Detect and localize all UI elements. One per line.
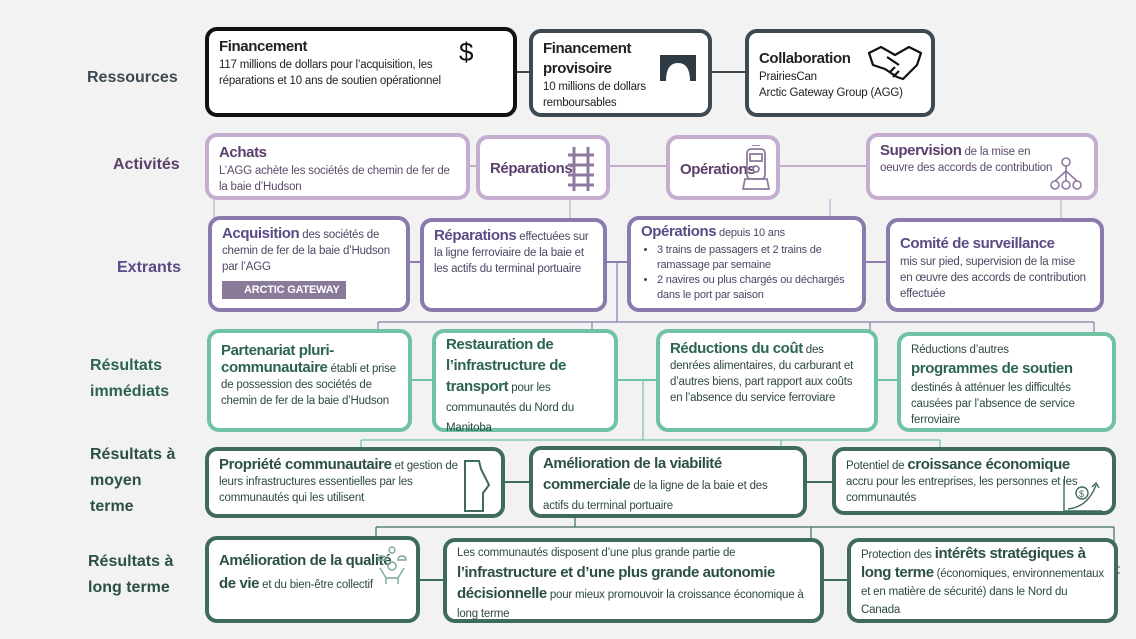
box-text: L’AGG achète les sociétés de chemin de f… [219, 165, 450, 193]
box-title: Achats [219, 144, 267, 161]
row-label-activities: Activités [113, 156, 180, 173]
box-title: Financement [219, 38, 308, 55]
hierarchy-icon [1050, 157, 1082, 190]
row-label-intermediate: Résultats à moyen terme [90, 442, 175, 520]
svg-text:$: $ [459, 39, 474, 67]
box-title: Acquisition [222, 225, 300, 242]
label-line: moyen [90, 472, 142, 489]
box-quality-of-life: Amélioration de la qualité de vie et du … [205, 536, 420, 623]
box-text: des denrées alimentaires, du carburant e… [670, 344, 854, 404]
bullet-item: 2 navires ou plus chargés ou déchargés d… [657, 273, 852, 303]
dollar-icon: $ [459, 39, 474, 67]
box-text: 10 millions de dollars remboursables [543, 81, 646, 109]
box-strategic-interests: Protection des intérêts stratégiques à l… [847, 538, 1118, 623]
box-partnership: Partenariat pluri-communautaire établi e… [207, 329, 412, 432]
label-line: Résultats à [88, 553, 174, 570]
bullet-item: 3 trains de passagers et 2 trains de ram… [657, 243, 852, 273]
box-text: des sociétés de chemin de fer de la baie… [222, 229, 390, 273]
box-text: pour mieux promouvoir la croissance écon… [457, 589, 804, 620]
wellbeing-icon [377, 546, 407, 584]
box-title: Partenariat pluri-communautaire [221, 342, 334, 376]
box-title: Réparations [434, 227, 517, 244]
box-interim-funding: Financement provisoire 10 millions de do… [529, 29, 712, 117]
box-title: Réparations [490, 160, 573, 177]
box-restoration: Restauration de l’infrastructure de tran… [432, 329, 618, 434]
box-text: 117 millions de dollars pour l’acquisiti… [219, 59, 441, 87]
box-funding: Financement 117 millions de dollars pour… [205, 27, 517, 117]
label-line: long terme [88, 579, 170, 596]
label-line: terme [90, 498, 134, 515]
box-title: Opérations [641, 223, 717, 240]
box-supervision: Supervision de la mise en oeuvre des acc… [866, 133, 1098, 200]
label-line: Résultats à [90, 446, 176, 463]
box-commercial-viability: Amélioration de la viabilité commerciale… [529, 446, 807, 518]
growth-chart-icon: $ [1063, 479, 1102, 512]
box-title: programmes de soutien [911, 360, 1073, 377]
row-label-longterm: Résultats à long terme [88, 549, 173, 601]
box-text: de la mise en oeuvre des accords de cont… [880, 146, 1053, 174]
label-line: Résultats [90, 357, 163, 374]
box-support-programs: Réductions d’autres programmes de soutie… [897, 332, 1116, 432]
box-text: et du bien-être collectif [259, 579, 373, 591]
box-text: accru pour les entreprises, les personne… [846, 476, 1078, 504]
box-title: Opérations [680, 161, 756, 178]
box-text: mis sur pied, supervision de la mise en … [900, 256, 1086, 300]
row-label-outputs: Extrants [117, 259, 182, 276]
box-repairs-activity: Réparations [476, 135, 610, 200]
logo-text: ARCTIC GATEWAY [244, 284, 340, 296]
box-text: Arctic Gateway Group (AGG) [759, 87, 903, 99]
box-text: PrairiesCan [759, 71, 817, 83]
manitoba-map-icon [464, 460, 491, 512]
box-text: destinés à atténuer les difficultés caus… [911, 382, 1075, 426]
box-text: Réductions d’autres [911, 344, 1009, 356]
box-title: Amélioration de la qualité de vie [219, 552, 392, 592]
box-title: Propriété communautaire [219, 456, 392, 473]
handshake-icon [867, 45, 923, 81]
box-cost-reductions: Réductions du coût des denrées alimentai… [656, 329, 878, 432]
box-title: intérêts stratégiques à long terme [861, 545, 1086, 581]
box-purchases: Achats L’AGG achète les sociétés de chem… [205, 133, 470, 200]
train-icon [742, 145, 770, 190]
box-title: Financement provisoire [543, 40, 632, 77]
box-repairs-output: Réparations effectuées sur la ligne ferr… [420, 218, 607, 312]
box-collaboration: Collaboration PrairiesCan Arctic Gateway… [745, 29, 935, 117]
box-title: Restauration de l’infrastructure de tran… [446, 336, 566, 395]
box-title: Amélioration de la viabilité commerciale [543, 455, 722, 493]
box-text: depuis 10 ans [716, 227, 785, 239]
box-acquisition: Acquisition des sociétés de chemin de fe… [208, 216, 410, 312]
box-title: Réductions du coût [670, 340, 803, 357]
box-text: effectuées sur la ligne ferroviaire de l… [434, 231, 589, 275]
svg-text:$: $ [1079, 489, 1084, 499]
box-text: Protection des [861, 549, 935, 561]
box-title: Comité de surveillance [900, 235, 1055, 252]
box-title: Supervision [880, 142, 962, 159]
box-text: de la ligne de la baie et des actifs du … [543, 480, 768, 512]
box-community-ownership: Propriété communautaire et gestion de le… [205, 447, 505, 518]
box-text: et gestion de leurs infrastructures esse… [219, 460, 458, 504]
row-label-resources: Ressources [87, 69, 178, 86]
box-text: Potentiel de [846, 460, 908, 472]
box-text: Les communautés disposent d’une plus gra… [457, 547, 736, 559]
box-economic-growth: Potentiel de croissance économique accru… [832, 447, 1116, 515]
box-autonomy: Les communautés disposent d’une plus gra… [443, 538, 824, 623]
box-operations-activity: Opérations [666, 135, 780, 200]
box-title: l’infrastructure et d’une plus grande au… [457, 564, 775, 602]
operations-bullet-list: 3 trains de passagers et 2 trains de ram… [641, 243, 852, 303]
row-label-immediate: Résultats immédiats [90, 353, 169, 405]
box-operations-output: Opérations depuis 10 ans 3 trains de pas… [627, 216, 866, 312]
box-title: croissance économique [907, 456, 1070, 473]
box-text: établi et prise de possession des sociét… [221, 363, 396, 407]
rail-track-icon [568, 147, 594, 191]
arctic-gateway-logo: ARCTIC GATEWAY [222, 281, 346, 299]
bridge-icon [660, 55, 696, 81]
box-committee: Comité de surveillance mis sur pied, sup… [886, 218, 1104, 312]
box-text: (économiques, environnementaux et en mat… [861, 568, 1104, 616]
box-text: pour les communautés du Nord du Manitoba [446, 382, 574, 434]
label-line: immédiats [90, 383, 170, 400]
box-title: Collaboration [759, 50, 851, 67]
